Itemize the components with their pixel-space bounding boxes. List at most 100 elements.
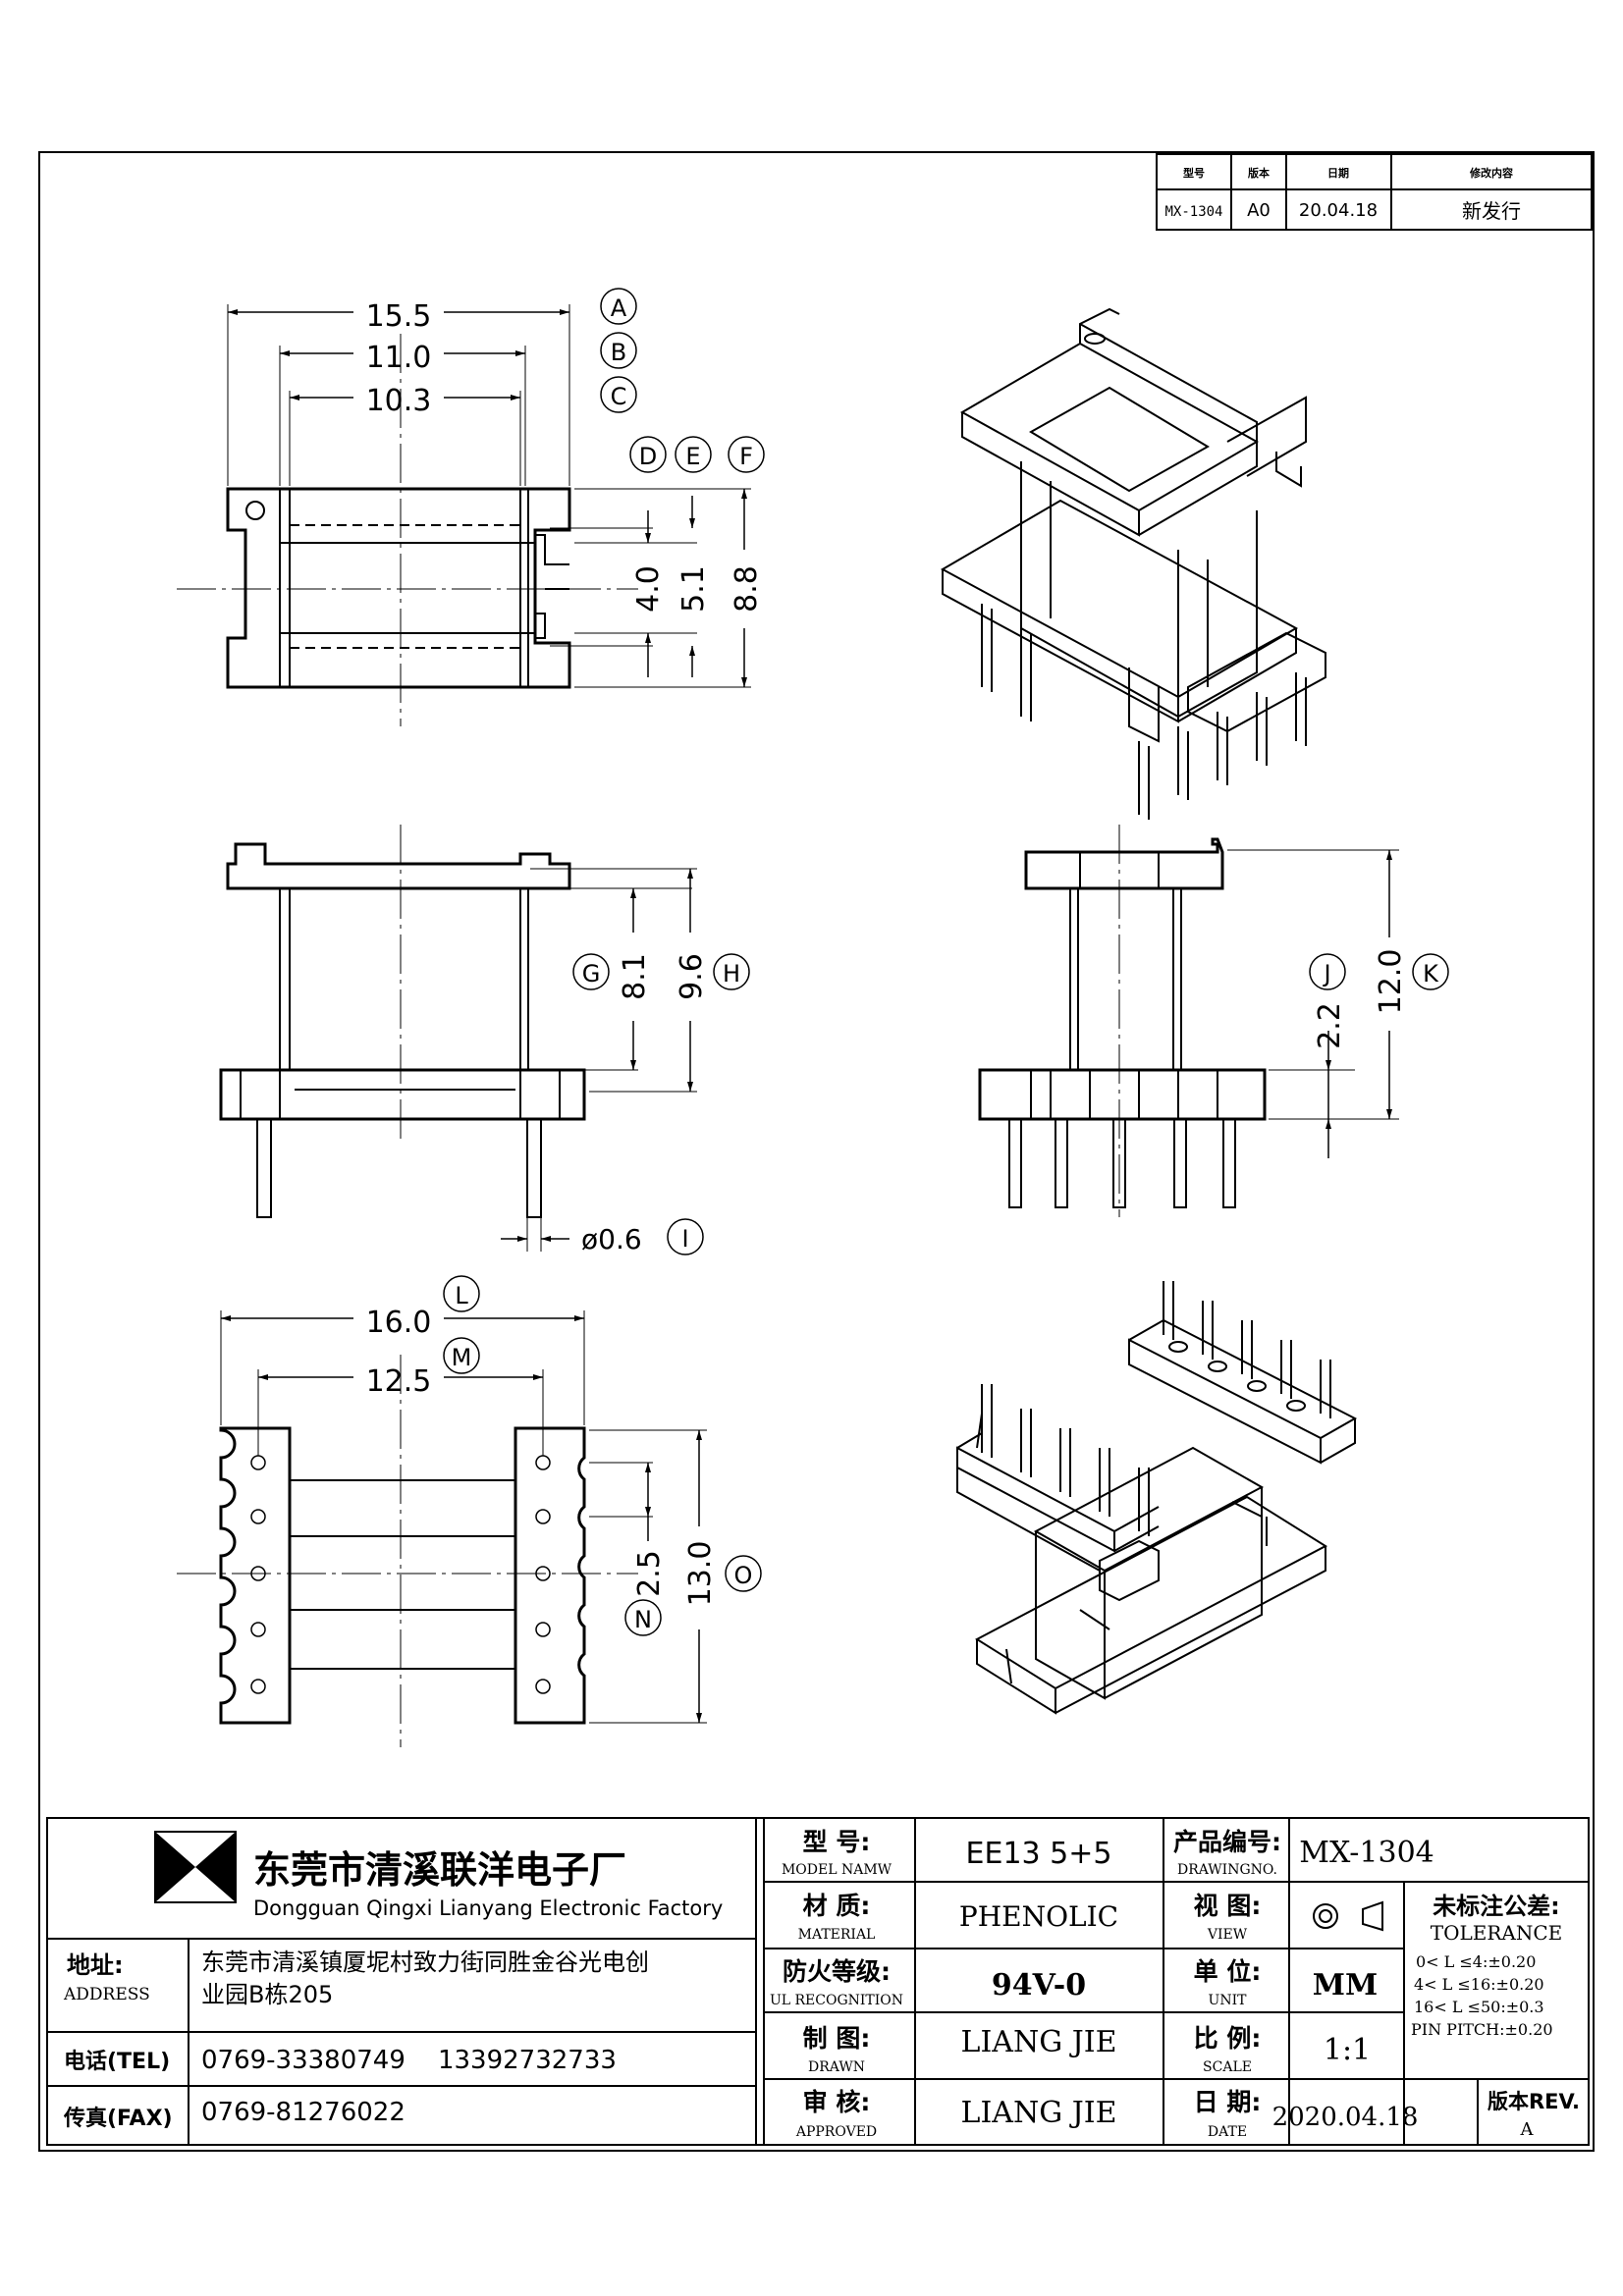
drawingno-label-en: DRAWINGNO. bbox=[1177, 1862, 1277, 1878]
dim-d-value: 4.0 bbox=[631, 565, 666, 613]
svg-text:F: F bbox=[739, 443, 753, 470]
callout-c: C bbox=[600, 376, 637, 413]
callout-g: G bbox=[572, 953, 610, 990]
model-label-cn: 型 号: bbox=[803, 1828, 871, 1856]
drawn-value: LIANG JIE bbox=[961, 2025, 1117, 2059]
address-line1: 东莞市清溪镇厦坭村致力街同胜金谷光电创 bbox=[201, 1949, 649, 1976]
material-label-en: MATERIAL bbox=[798, 1927, 876, 1943]
svg-text:C: C bbox=[611, 383, 627, 410]
model-label-en: MODEL NAMW bbox=[782, 1862, 893, 1878]
isometric-view-top bbox=[940, 307, 1326, 820]
drawingno-value: MX-1304 bbox=[1299, 1836, 1434, 1870]
callout-e: E bbox=[675, 436, 712, 473]
ul-label-en: UL RECOGNITION bbox=[770, 1993, 903, 2008]
tel-value: 0769-33380749 13392732733 bbox=[201, 2046, 617, 2075]
callout-k: K bbox=[1412, 953, 1449, 990]
rev-header-date: 日期 bbox=[1327, 166, 1349, 180]
callout-j: J bbox=[1309, 953, 1346, 990]
rev-header-content: 修改内容 bbox=[1469, 166, 1513, 180]
svg-text:I: I bbox=[681, 1225, 688, 1253]
svg-text:D: D bbox=[639, 443, 657, 470]
revision-table: 型号 版本 日期 修改内容 MX-1304 A0 20.04.18 新发行 bbox=[1156, 153, 1593, 231]
svg-text:L: L bbox=[455, 1282, 468, 1309]
tolerance-line-4: PIN PITCH:±0.20 bbox=[1411, 2020, 1553, 2039]
unit-label-en: UNIT bbox=[1209, 1993, 1248, 2008]
date-label-en: DATE bbox=[1208, 2124, 1247, 2140]
tolerance-line-2: 4< L ≤16:±0.20 bbox=[1414, 1975, 1544, 1994]
front-view: 8.1 9.6 G H ø0.6 I bbox=[219, 825, 750, 1255]
scale-value: 1:1 bbox=[1324, 2033, 1371, 2067]
callout-n: N bbox=[624, 1599, 662, 1636]
address-label-en: ADDRESS bbox=[63, 1985, 150, 2004]
tolerance-line-1: 0< L ≤4:±0.20 bbox=[1416, 1952, 1536, 1971]
rev-label: 版本REV. bbox=[1488, 2090, 1580, 2113]
material-label-cn: 材 质: bbox=[803, 1892, 871, 1920]
date-label-cn: 日 期: bbox=[1194, 2088, 1262, 2116]
isometric-view-bottom bbox=[956, 1281, 1358, 1715]
dim-b-value: 11.0 bbox=[366, 341, 432, 375]
svg-text:M: M bbox=[452, 1344, 472, 1371]
callout-a: A bbox=[600, 288, 637, 325]
dim-j-value: 2.2 bbox=[1313, 1002, 1347, 1049]
svg-text:G: G bbox=[582, 960, 601, 988]
rev-cell-date: 20.04.18 bbox=[1299, 200, 1378, 221]
svg-text:H: H bbox=[723, 960, 740, 988]
side-view: 2.2 12.0 J K bbox=[978, 825, 1449, 1217]
dim-i-value: ø0.6 bbox=[581, 1223, 642, 1255]
drawn-label-en: DRAWN bbox=[808, 2059, 865, 2075]
unit-value: MM bbox=[1313, 1968, 1378, 2002]
ul-value: 94V-0 bbox=[992, 1968, 1086, 2002]
callout-l: L bbox=[443, 1275, 480, 1312]
svg-text:B: B bbox=[611, 339, 626, 366]
company-name-en: Dongguan Qingxi Lianyang Electronic Fact… bbox=[253, 1896, 723, 1920]
dim-f-value: 8.8 bbox=[730, 565, 764, 613]
svg-text:A: A bbox=[611, 294, 627, 322]
approved-label-cn: 审 核: bbox=[803, 2088, 871, 2116]
rev-cell-model: MX-1304 bbox=[1164, 204, 1222, 220]
scale-label-en: SCALE bbox=[1203, 2059, 1252, 2075]
callout-d: D bbox=[629, 436, 667, 473]
rev-cell-version: A0 bbox=[1247, 200, 1271, 221]
svg-text:E: E bbox=[685, 443, 700, 470]
ul-label-cn: 防火等级: bbox=[783, 1957, 891, 1986]
bottom-view: 16.0 12.5 L M 2.5 13.0 N O bbox=[177, 1275, 762, 1747]
dim-a-value: 15.5 bbox=[366, 299, 432, 334]
callout-i: I bbox=[667, 1218, 704, 1255]
material-value: PHENOLIC bbox=[959, 1900, 1118, 1933]
dim-o-value: 13.0 bbox=[683, 1541, 718, 1607]
dim-l-value: 16.0 bbox=[366, 1306, 432, 1340]
title-block: 东莞市清溪联洋电子厂 Dongguan Qingxi Lianyang Elec… bbox=[46, 1817, 1590, 2146]
company-logo bbox=[154, 1831, 237, 1903]
company-name-cn: 东莞市清溪联洋电子厂 bbox=[253, 1848, 626, 1892]
fax-label: 传真(FAX) bbox=[63, 2106, 173, 2131]
tel-label: 电话(TEL) bbox=[64, 2050, 170, 2074]
date-value: 2020.04.18 bbox=[1272, 2103, 1419, 2132]
svg-text:K: K bbox=[1423, 960, 1439, 988]
rev-header-model: 型号 bbox=[1183, 166, 1205, 180]
top-view: 15.5 11.0 10.3 4.0 5.1 8.8 A B C D E F bbox=[177, 288, 765, 726]
callout-o: O bbox=[725, 1555, 762, 1592]
unit-label-cn: 单 位: bbox=[1194, 1957, 1262, 1986]
view-label-cn: 视 图: bbox=[1194, 1892, 1262, 1920]
tolerance-line-3: 16< L ≤50:±0.3 bbox=[1414, 1998, 1544, 2016]
view-label-en: VIEW bbox=[1207, 1927, 1248, 1943]
svg-text:N: N bbox=[634, 1606, 652, 1633]
fax-value: 0769-81276022 bbox=[201, 2098, 406, 2127]
address-line2: 业园B栋205 bbox=[201, 1981, 333, 2008]
approved-value: LIANG JIE bbox=[961, 2096, 1117, 2130]
scale-label-cn: 比 例: bbox=[1194, 2024, 1262, 2053]
tolerance-label-en: TOLERANCE bbox=[1431, 1921, 1563, 1945]
rev-cell-content: 新发行 bbox=[1462, 199, 1521, 223]
callout-m: M bbox=[443, 1337, 480, 1374]
callout-b: B bbox=[600, 332, 637, 369]
drawingno-label-cn: 产品编号: bbox=[1173, 1828, 1281, 1856]
address-label-cn: 地址: bbox=[67, 1951, 124, 1979]
dim-n-value: 2.5 bbox=[632, 1550, 667, 1597]
callout-f: F bbox=[728, 436, 765, 473]
dim-k-value: 12.0 bbox=[1374, 949, 1408, 1015]
dim-c-value: 10.3 bbox=[366, 384, 432, 418]
rev-header-version: 版本 bbox=[1248, 166, 1270, 180]
callout-h: H bbox=[713, 953, 750, 990]
dim-h-value: 9.6 bbox=[675, 953, 709, 1000]
